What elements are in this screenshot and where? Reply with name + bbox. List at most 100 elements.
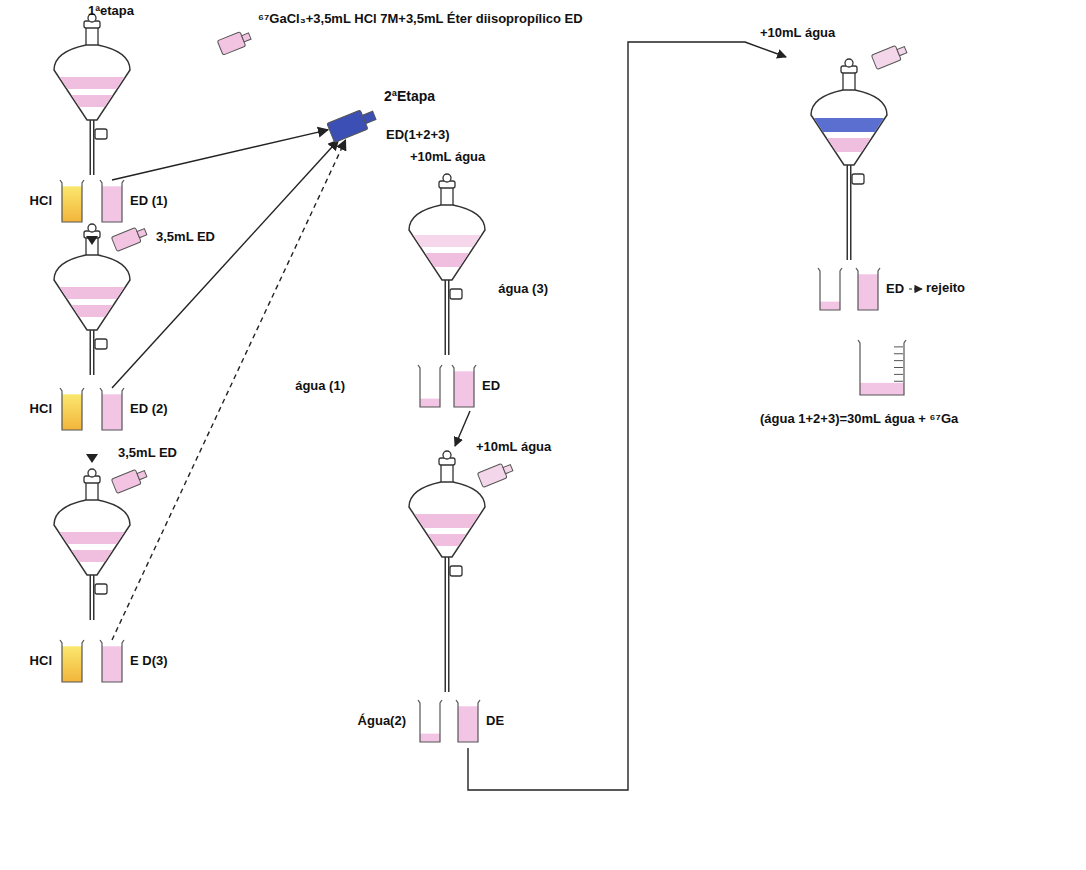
liquid xyxy=(420,399,440,407)
beaker: E D(3) xyxy=(100,640,124,682)
transfer-connector xyxy=(112,130,328,180)
liquid xyxy=(858,274,878,310)
liquid-layer xyxy=(72,305,113,317)
bottle-body xyxy=(327,110,368,142)
beaker-wall xyxy=(60,388,84,430)
node-label: HCl xyxy=(30,402,52,417)
node-label: +10mL água xyxy=(476,440,551,455)
node-outline xyxy=(112,226,148,250)
node-outline xyxy=(328,108,378,140)
liquid xyxy=(102,186,122,222)
funnel-body xyxy=(409,205,485,280)
beaker: ED (1) xyxy=(100,180,124,222)
funnel-stem xyxy=(90,575,95,620)
beaker-wall xyxy=(418,700,442,742)
funnel-stem xyxy=(90,120,95,175)
liquid xyxy=(458,706,478,742)
liquid xyxy=(860,383,904,395)
node-label: ED(1+2+3) xyxy=(386,128,450,143)
beaker-wall xyxy=(100,180,124,222)
beaker-wall xyxy=(100,388,124,430)
beaker-wall xyxy=(818,268,842,310)
transfer-connector xyxy=(112,140,346,640)
reagent-bottle: ⁶⁷GaCl₃+3,5mL HCl 7M+3,5mL Éter diisopro… xyxy=(218,30,252,54)
funnel-neck xyxy=(86,235,98,257)
beaker: ED xyxy=(452,365,476,407)
node-outline xyxy=(856,268,880,310)
node-outline xyxy=(418,365,442,407)
bottle-body xyxy=(217,32,245,55)
beaker-wall xyxy=(456,700,480,742)
liquid xyxy=(62,186,82,222)
graduation-mark xyxy=(894,367,903,368)
liquid xyxy=(820,302,840,310)
liquid xyxy=(454,371,474,407)
node-outline xyxy=(818,268,842,310)
node-outline xyxy=(456,700,480,742)
graduation-mark xyxy=(894,381,903,382)
beaker: água (1) xyxy=(418,365,442,407)
node-outline xyxy=(60,180,84,222)
stopcock xyxy=(450,289,462,299)
note-label: rejeito xyxy=(926,281,965,296)
stopper-knob xyxy=(443,174,451,182)
reagent-bottle: ED(1+2+3)+10mL água xyxy=(328,108,378,140)
funnel-stem xyxy=(446,280,448,355)
bottle-neck xyxy=(362,111,376,123)
node-outline xyxy=(60,388,84,430)
stopper-knob xyxy=(845,59,853,67)
node-outline xyxy=(452,365,476,407)
liquid xyxy=(102,394,122,430)
funnel-body xyxy=(811,90,887,165)
liquid-layer xyxy=(72,95,113,107)
liquid-layer xyxy=(60,532,125,544)
liquid-layer xyxy=(72,550,113,562)
liquid-layer xyxy=(428,534,466,546)
transfer-arrow xyxy=(455,411,470,446)
node-label: ⁶⁷GaCl₃+3,5mL HCl 7M+3,5mL Éter diisopro… xyxy=(258,12,583,27)
beaker: HCl xyxy=(60,640,84,682)
node-label: ED xyxy=(482,379,500,394)
node-label: +10mL água xyxy=(410,150,485,165)
transfer-connector xyxy=(112,140,338,388)
funnel-body xyxy=(54,255,130,330)
graduation-mark xyxy=(894,353,903,354)
graduation-mark xyxy=(894,360,903,361)
beaker-wall xyxy=(100,640,124,682)
node-outline xyxy=(858,340,906,395)
node-label: DE xyxy=(486,714,504,729)
stopcock xyxy=(95,584,107,594)
liquid-layer xyxy=(425,253,469,267)
stopper-knob xyxy=(443,451,451,459)
funnel-body xyxy=(409,482,485,557)
stopcock xyxy=(95,129,107,139)
funnel-stem xyxy=(91,120,93,175)
liquid-layer xyxy=(827,138,871,152)
beaker: água (3) xyxy=(818,268,842,310)
funnel-stem xyxy=(445,557,450,692)
beaker: Água(2) xyxy=(418,700,442,742)
liquid-layer xyxy=(814,118,884,132)
node-outline xyxy=(100,388,124,430)
node-outline xyxy=(218,30,252,54)
beaker-wall xyxy=(858,340,906,395)
separatory-funnel xyxy=(409,451,485,692)
beaker: ED xyxy=(856,268,880,310)
bottle-neck xyxy=(137,471,147,480)
bottle-neck xyxy=(503,465,513,474)
bottle-body xyxy=(111,470,141,494)
separatory-funnel xyxy=(54,14,130,175)
node-outline xyxy=(100,640,124,682)
liquid xyxy=(62,646,82,682)
stopper-knob xyxy=(88,224,96,232)
beaker-wall xyxy=(418,365,442,407)
node-label: Água(2) xyxy=(358,714,406,729)
stopcock xyxy=(95,339,107,349)
funnel-stem xyxy=(848,165,850,260)
transfer-line xyxy=(468,42,786,790)
node-outline xyxy=(60,640,84,682)
stopcock xyxy=(450,566,462,576)
